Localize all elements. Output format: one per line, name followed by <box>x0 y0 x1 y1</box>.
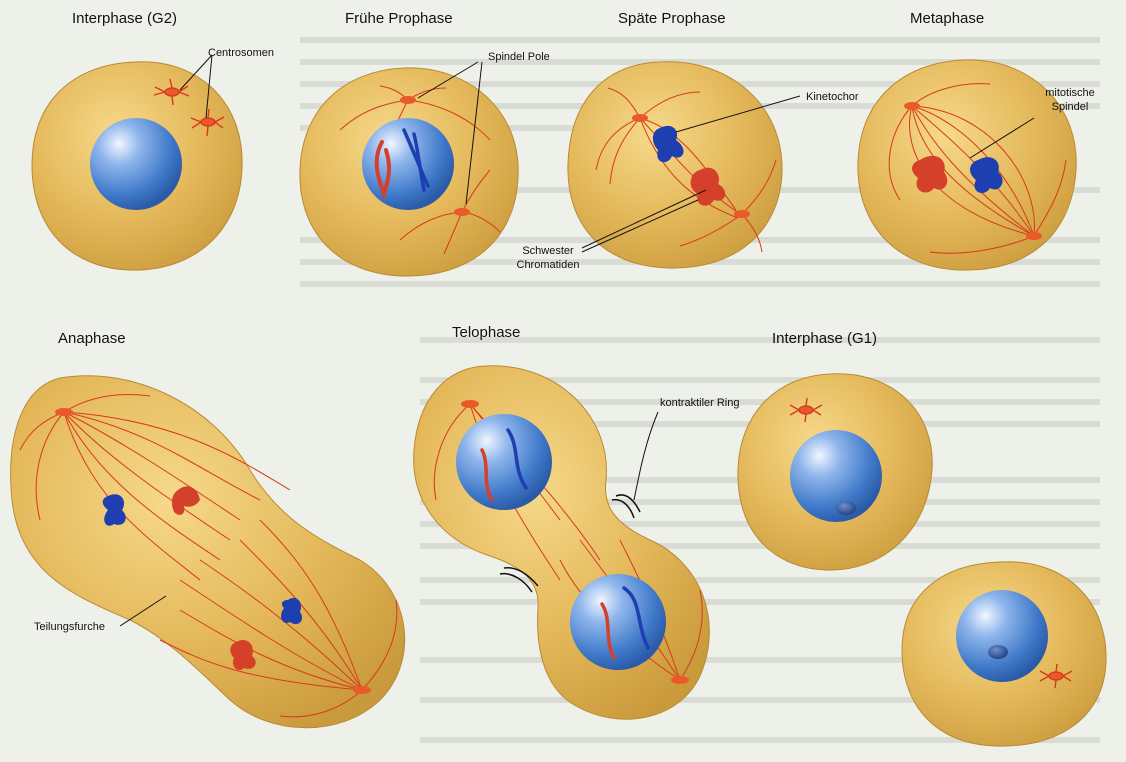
cell-interphase-g1-upper <box>738 374 932 570</box>
label-sister-chromatids-line1: Schwester <box>508 244 588 258</box>
chromatids-red <box>912 156 947 193</box>
spindle-pole <box>734 210 750 218</box>
spindle-pole <box>454 208 470 216</box>
nucleolus <box>988 645 1008 659</box>
label-centrosomes: Centrosomen <box>208 46 274 60</box>
title-late-prophase: Späte Prophase <box>618 10 726 27</box>
spindle-pole <box>55 408 73 416</box>
label-kinetochore: Kinetochor <box>806 90 859 104</box>
title-telophase: Telophase <box>452 324 520 341</box>
label-sister-chromatids-line2: Chromatiden <box>508 258 588 272</box>
nucleus <box>456 414 552 510</box>
spindle-pole <box>671 676 689 684</box>
label-contractile-ring: kontraktiler Ring <box>660 396 739 410</box>
cell-telophase <box>414 366 710 719</box>
cell-interphase-g1-lower <box>902 562 1106 746</box>
spindle-pole <box>632 114 648 122</box>
spindle-pole <box>461 400 479 408</box>
title-interphase-g2: Interphase (G2) <box>72 10 177 27</box>
title-metaphase: Metaphase <box>910 10 984 27</box>
cell-membrane <box>568 62 782 268</box>
spindle-pole <box>904 102 920 110</box>
title-interphase-g1: Interphase (G1) <box>772 330 877 347</box>
nucleus <box>570 574 666 670</box>
nucleus <box>90 118 182 210</box>
cell-interphase-g2 <box>32 55 242 270</box>
nucleolus <box>836 501 856 515</box>
leader-line <box>634 412 658 500</box>
cell-anaphase <box>11 376 405 728</box>
label-sister-chromatids: Schwester Chromatiden <box>508 244 588 272</box>
cell-late-prophase <box>568 62 800 268</box>
label-cleavage-furrow: Teilungsfurche <box>34 620 105 634</box>
title-early-prophase: Frühe Prophase <box>345 10 453 27</box>
label-mitotic-spindle-line1: mitotische <box>1030 86 1110 100</box>
label-spindle-poles: Spindel Pole <box>488 50 550 64</box>
nucleus <box>956 590 1048 682</box>
label-mitotic-spindle: mitotische Spindel <box>1030 86 1110 114</box>
spindle-pole <box>1026 232 1042 240</box>
spindle-pole <box>400 96 416 104</box>
cell-membrane <box>414 366 710 719</box>
label-mitotic-spindle-line2: Spindel <box>1030 100 1110 114</box>
spindle-pole <box>353 686 371 694</box>
cell-early-prophase <box>300 62 518 276</box>
nucleus <box>790 430 882 522</box>
chromatid-blue <box>281 598 302 624</box>
title-anaphase: Anaphase <box>58 330 126 347</box>
